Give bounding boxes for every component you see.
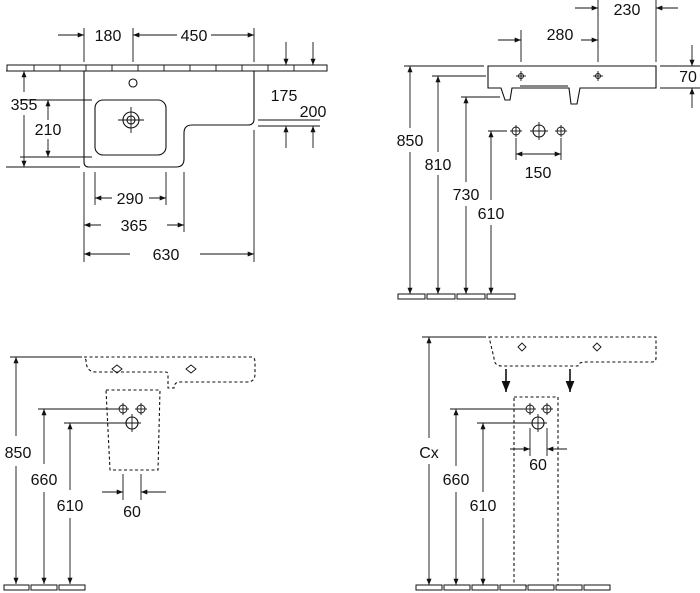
connections-icon-column <box>524 403 553 432</box>
drain-icon <box>118 107 144 133</box>
tap-hole <box>128 78 138 88</box>
dim-175-label: 175 <box>271 88 298 105</box>
dim-730-label: 730 <box>453 187 480 204</box>
bowl-outline <box>94 99 167 156</box>
overflow-marker <box>593 71 603 81</box>
tap-marker-column <box>517 342 602 352</box>
dim-290-label: 290 <box>117 191 144 208</box>
dim-610-front-label: 610 <box>57 498 84 515</box>
dim-230-label: 230 <box>614 2 641 19</box>
basin-outline-top <box>83 71 255 168</box>
tap-marker-front <box>111 364 197 374</box>
front-view-pedestal: 60 850 660 610 <box>3 356 256 591</box>
top-view: 180 450 175 200 355 210 290 3 <box>6 28 328 264</box>
dim-60-column-label: 60 <box>529 457 547 474</box>
basin-profile-side <box>487 65 657 105</box>
column-outline-dashed <box>513 396 559 587</box>
dim-630-label: 630 <box>153 247 180 264</box>
dim-365-label: 365 <box>121 218 148 235</box>
dim-280-label: 280 <box>547 27 574 44</box>
dim-610-column-label: 610 <box>470 498 497 515</box>
dim-355-label: 355 <box>11 97 38 114</box>
basin-outline-column-dashed <box>488 336 657 367</box>
dim-200-label: 200 <box>300 104 327 121</box>
dim-cx-label: Cx <box>419 445 439 462</box>
dim-150-label: 150 <box>525 165 552 182</box>
wall-strip-top <box>6 64 328 72</box>
dim-850-side-label: 850 <box>397 133 424 150</box>
water-connections-icon <box>510 122 567 140</box>
dim-850-front-label: 850 <box>5 445 32 462</box>
front-view-column: 60 Cx 660 610 <box>415 336 657 591</box>
dim-60-pedestal-label: 60 <box>123 504 141 521</box>
dim-660-column-label: 660 <box>443 472 470 489</box>
dim-660-front-label: 660 <box>31 472 58 489</box>
pedestal-outline-dashed <box>105 389 161 471</box>
floor-strip-front <box>3 584 86 591</box>
dim-610-side-label: 610 <box>478 206 505 223</box>
dim-450-label: 450 <box>181 28 208 45</box>
dim-70-label: 70 <box>679 69 697 86</box>
dim-180-label: 180 <box>95 28 122 45</box>
dim-210-label: 210 <box>35 122 62 139</box>
basin-outline-front-dashed <box>82 356 256 389</box>
side-view: 230 280 70 850 810 730 610 <box>397 0 700 300</box>
connections-icon-front <box>117 403 147 432</box>
dim-810-label: 810 <box>425 157 452 174</box>
floor-strip-column <box>415 584 611 591</box>
floor-strip-side <box>397 293 516 300</box>
tap-hole-marker <box>516 71 526 81</box>
